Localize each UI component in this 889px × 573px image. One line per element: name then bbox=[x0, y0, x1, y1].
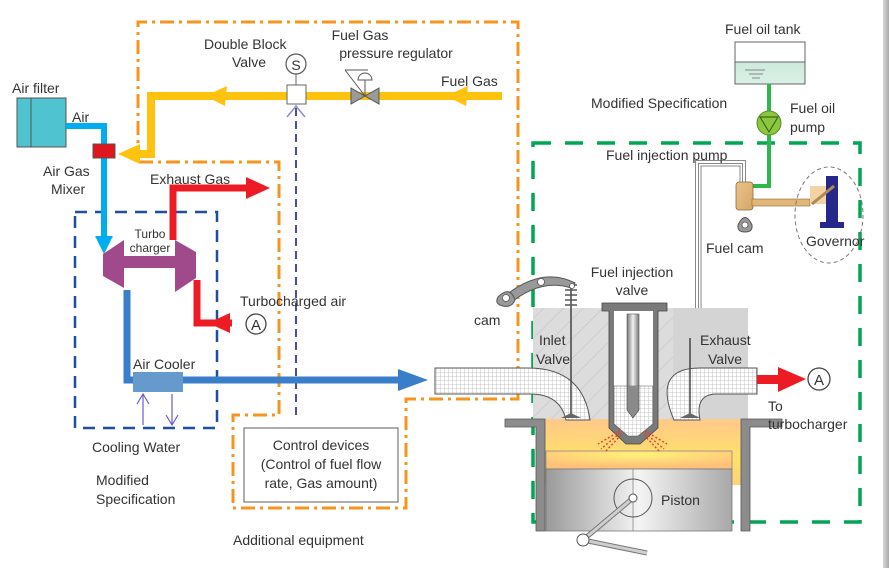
label-cooling-water: Cooling Water bbox=[92, 439, 181, 455]
air-line bbox=[66, 123, 107, 236]
piston bbox=[545, 468, 733, 532]
cylinder-wall-right bbox=[740, 418, 783, 532]
label-double-block-valve-1: Double Block bbox=[204, 36, 287, 52]
fuel-injection-valve bbox=[601, 302, 668, 445]
air-arrow bbox=[95, 236, 113, 254]
control-devices-box bbox=[243, 427, 399, 503]
label-air-filter: Air filter bbox=[12, 80, 60, 96]
label-double-block-valve-2: Valve bbox=[232, 54, 266, 70]
piston-crown bbox=[545, 450, 733, 470]
fuel-gas-arrow-3 bbox=[118, 144, 140, 164]
turbocharger bbox=[103, 240, 196, 292]
fuel-gas-arrow-2 bbox=[205, 86, 227, 106]
crank-pin bbox=[576, 533, 590, 547]
fuel-gas-line bbox=[118, 86, 502, 164]
governor bbox=[794, 166, 864, 264]
modified-spec-air-boundary bbox=[73, 210, 219, 430]
charged-air-arrow bbox=[398, 369, 428, 391]
label-modified-spec-right: Modified Specification bbox=[591, 95, 727, 111]
label-air: Air bbox=[72, 109, 89, 125]
label-fuel-injection-pump: Fuel injection pump bbox=[606, 147, 728, 163]
label-piston: Piston bbox=[661, 492, 700, 508]
label-fuel-cam: Fuel cam bbox=[706, 240, 764, 256]
injector-needle bbox=[626, 313, 640, 397]
rocker-cam bbox=[496, 276, 576, 307]
label-turbocharger-1: Turbo bbox=[135, 227, 166, 241]
label-control-devices-3: rate, Gas amount) bbox=[265, 475, 378, 491]
exhaust-out-arrow bbox=[778, 367, 806, 392]
connector-a-left-label: A bbox=[251, 317, 261, 334]
label-control-devices-2: (Control of fuel flow bbox=[261, 456, 382, 472]
cylinder-wall-left bbox=[504, 418, 546, 532]
label-modified-spec-left-2: Specification bbox=[96, 491, 175, 507]
label-fuel-gas-regulator-2: pressure regulator bbox=[339, 45, 453, 61]
label-inlet-valve-2: Valve bbox=[536, 351, 570, 367]
label-to-turbocharger-1: To bbox=[768, 398, 783, 414]
label-governor: Governor bbox=[806, 233, 865, 249]
label-fuel-oil-tank: Fuel oil tank bbox=[725, 21, 801, 37]
label-fuel-oil-pump-1: Fuel oil bbox=[790, 100, 835, 116]
label-cam: cam bbox=[474, 312, 500, 328]
fuel-oil-tank bbox=[734, 41, 806, 85]
label-air-gas-mixer-2: Mixer bbox=[51, 181, 86, 197]
label-fuel-oil-pump-2: pump bbox=[790, 119, 825, 135]
wrist-pin bbox=[613, 478, 653, 518]
fuel-gas-pressure-regulator bbox=[344, 69, 380, 105]
fuel-gas-arrow-1 bbox=[446, 86, 468, 106]
exhaust-gas-arrow bbox=[246, 177, 270, 199]
additional-equipment-boundary bbox=[136, 20, 520, 510]
double-block-valve: S bbox=[285, 53, 307, 105]
charged-air-line bbox=[123, 290, 400, 384]
solenoid-symbol: S bbox=[291, 57, 300, 73]
label-air-cooler: Air Cooler bbox=[133, 356, 196, 372]
label-fuel-gas: Fuel Gas bbox=[441, 73, 498, 89]
solenoid-icon bbox=[285, 53, 307, 75]
label-exhaust-valve-2: Valve bbox=[708, 351, 742, 367]
air-gas-mixer bbox=[92, 143, 116, 159]
intake-port bbox=[434, 367, 591, 421]
label-to-turbocharger-2: turbocharger bbox=[768, 416, 848, 432]
air-filter bbox=[16, 97, 67, 148]
label-turbocharged-air: Turbocharged air bbox=[240, 293, 346, 309]
label-additional-equipment: Additional equipment bbox=[233, 532, 364, 548]
label-fuel-injection-valve-2: valve bbox=[616, 282, 649, 298]
fuel-oil-pump bbox=[756, 110, 782, 136]
fuel-spray bbox=[597, 430, 668, 453]
label-fuel-injection-valve-1: Fuel injection bbox=[591, 264, 674, 280]
turbocharged-air-arrow bbox=[208, 313, 230, 333]
label-modified-spec-left-1: Modified bbox=[96, 472, 149, 488]
fuel-injection-pump bbox=[735, 181, 754, 211]
cooling-water-arrows bbox=[136, 392, 179, 427]
fuel-cam bbox=[737, 217, 753, 233]
control-signal-arrowhead bbox=[286, 104, 306, 118]
label-exhaust-gas: Exhaust Gas bbox=[150, 171, 230, 187]
label-control-devices-1: Control devices bbox=[273, 437, 370, 453]
label-air-gas-mixer-1: Air Gas bbox=[43, 163, 90, 179]
exhaust-out-line bbox=[757, 375, 783, 384]
connector-a-left bbox=[245, 313, 267, 335]
page-shadow-edge bbox=[883, 0, 889, 568]
air-cooler bbox=[133, 372, 183, 392]
label-fuel-gas-regulator-1: Fuel Gas bbox=[332, 27, 389, 43]
exhaust-gas-line bbox=[169, 184, 250, 240]
connector-a-right bbox=[807, 367, 831, 391]
label-turbocharger-2: charger bbox=[130, 241, 171, 255]
label-inlet-valve-1: Inlet bbox=[539, 332, 566, 348]
label-exhaust-valve-1: Exhaust bbox=[700, 332, 751, 348]
connector-a-right-label: A bbox=[814, 372, 824, 389]
governor-rack bbox=[751, 198, 811, 207]
